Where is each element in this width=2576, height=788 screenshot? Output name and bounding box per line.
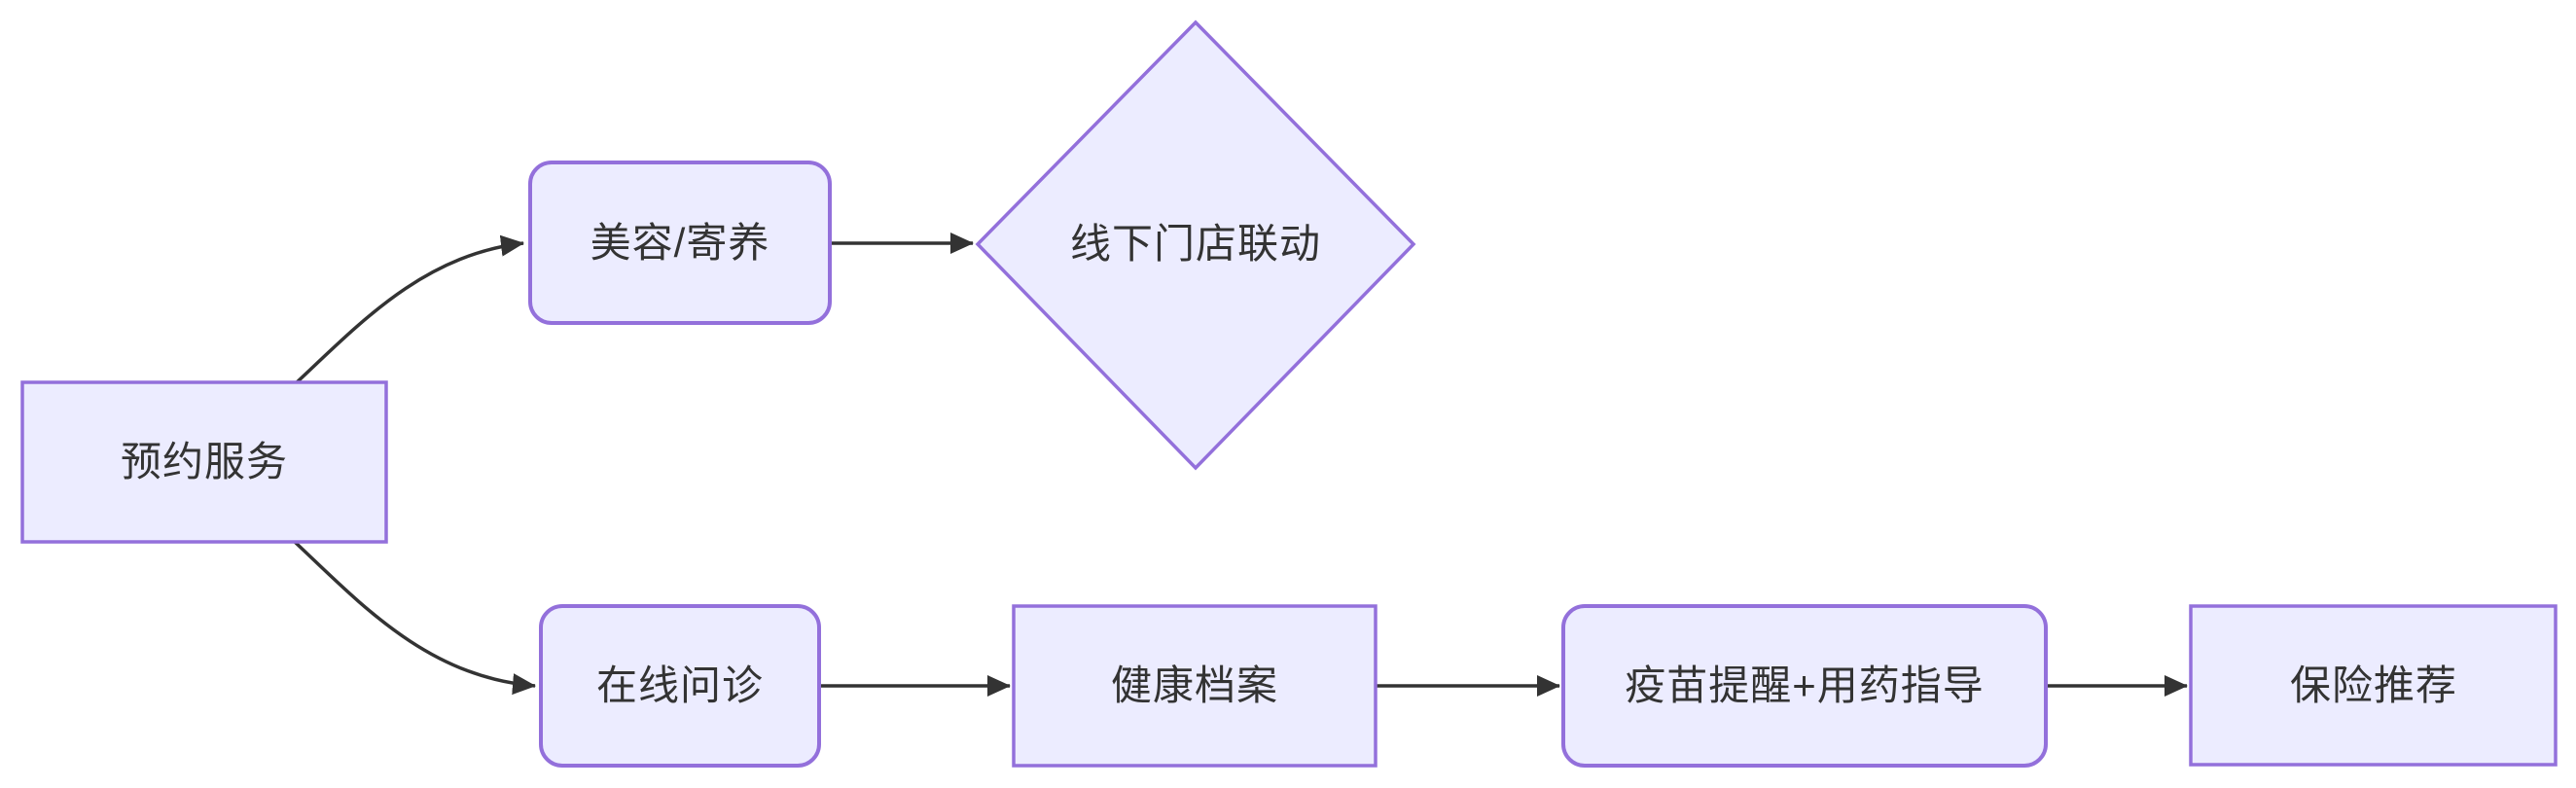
node-booking-service — [20, 380, 388, 544]
node-label-insurance-recommendation: 保险推荐 — [2289, 663, 2458, 708]
node-insurance-recommendation — [2189, 604, 2558, 767]
node-grooming-boarding — [528, 161, 832, 325]
node-label-booking-service: 预约服务 — [120, 439, 289, 484]
edge-booking-to-grooming — [293, 234, 524, 386]
node-label-vaccine-medication: 疫苗提醒+用药指导 — [1625, 663, 1985, 708]
node-offline-store-diamond — [975, 19, 1416, 471]
node-vaccine-medication — [1561, 604, 2048, 768]
edge-group — [293, 233, 2188, 697]
node-label-health-records: 健康档案 — [1110, 663, 1279, 708]
node-health-records — [1012, 604, 1377, 768]
edge-booking-to-consultation — [293, 540, 536, 696]
node-online-consultation — [539, 604, 821, 768]
node-label-online-consultation: 在线问诊 — [595, 663, 765, 708]
node-label-offline-store: 线下门店联动 — [1069, 221, 1322, 267]
node-label-grooming-boarding: 美容/寄养 — [590, 220, 770, 266]
node-shapes — [20, 19, 2558, 768]
